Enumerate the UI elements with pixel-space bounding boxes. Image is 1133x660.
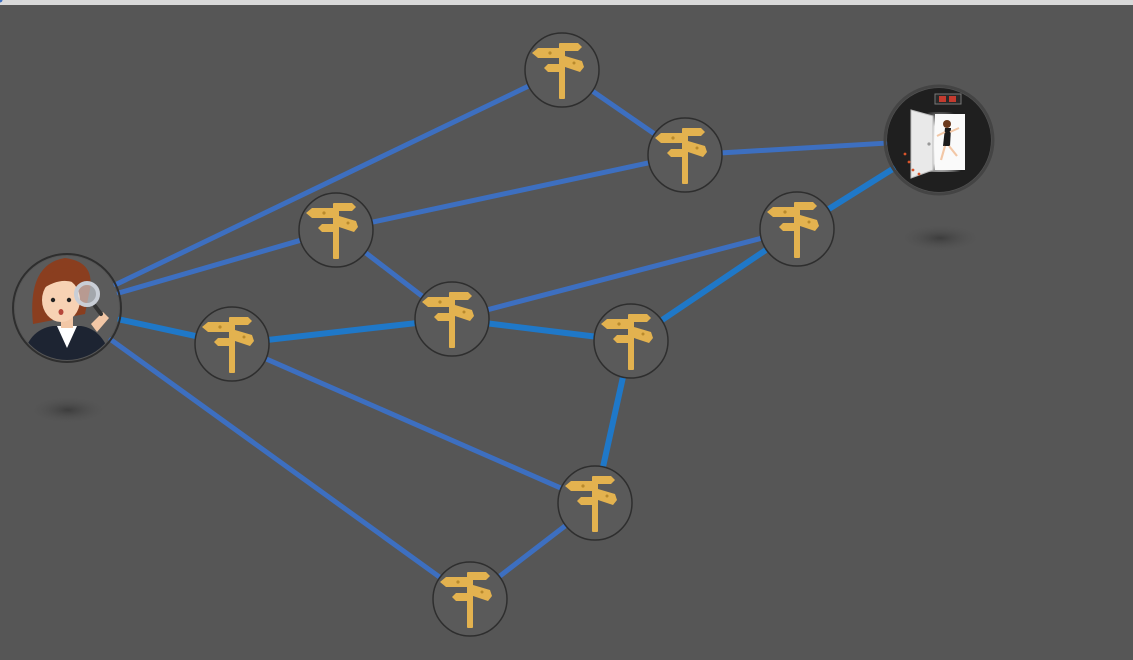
signpost-icon (306, 203, 358, 259)
node-n5 (194, 306, 270, 382)
edge-start-n5 (116, 316, 199, 340)
edge-n4-exit (825, 165, 897, 213)
signpost-icon (767, 202, 819, 258)
node-n9 (557, 465, 633, 541)
node-n6 (414, 281, 490, 357)
edge-n9-n10 (496, 523, 569, 579)
node-n1 (524, 32, 600, 108)
edge-n2-n3 (369, 160, 652, 225)
signpost-icon (440, 572, 492, 628)
edge-n6-n4 (485, 235, 764, 313)
signpost-icon (422, 292, 474, 348)
node-n7 (593, 303, 669, 379)
exit-node-shadow (898, 224, 982, 252)
node-n10 (432, 561, 508, 637)
top-border (0, 0, 1133, 5)
node-n3 (298, 192, 374, 268)
signpost-icon (202, 317, 254, 373)
node-start (12, 253, 122, 363)
edge-n2-exit (719, 140, 888, 156)
node-layer (12, 32, 995, 637)
edge-n3-n6 (362, 250, 426, 299)
edge-n7-n9 (600, 374, 626, 470)
edge-n6-n7 (485, 320, 598, 340)
detective-woman-magnifier-icon (12, 253, 122, 363)
edge-start-n3 (116, 237, 303, 296)
edge-n7-n8 (658, 246, 770, 324)
signpost-icon (655, 128, 707, 184)
start-node-shadow (28, 396, 108, 424)
node-n2 (647, 117, 723, 193)
node-exit (883, 84, 995, 196)
node-n4 (759, 191, 835, 267)
node-shadows (28, 224, 982, 424)
edge-n1-n2 (589, 88, 658, 137)
exit-door-running-woman-icon (883, 84, 995, 196)
edge-start-n10 (108, 337, 443, 580)
signpost-icon (601, 314, 653, 370)
signpost-icon (565, 476, 617, 532)
edge-n5-n9 (263, 356, 564, 491)
edge-n5-n6 (265, 320, 419, 343)
signpost-icon (532, 43, 584, 99)
edge-layer (0, 0, 897, 580)
edge-start-n1 (113, 83, 532, 288)
